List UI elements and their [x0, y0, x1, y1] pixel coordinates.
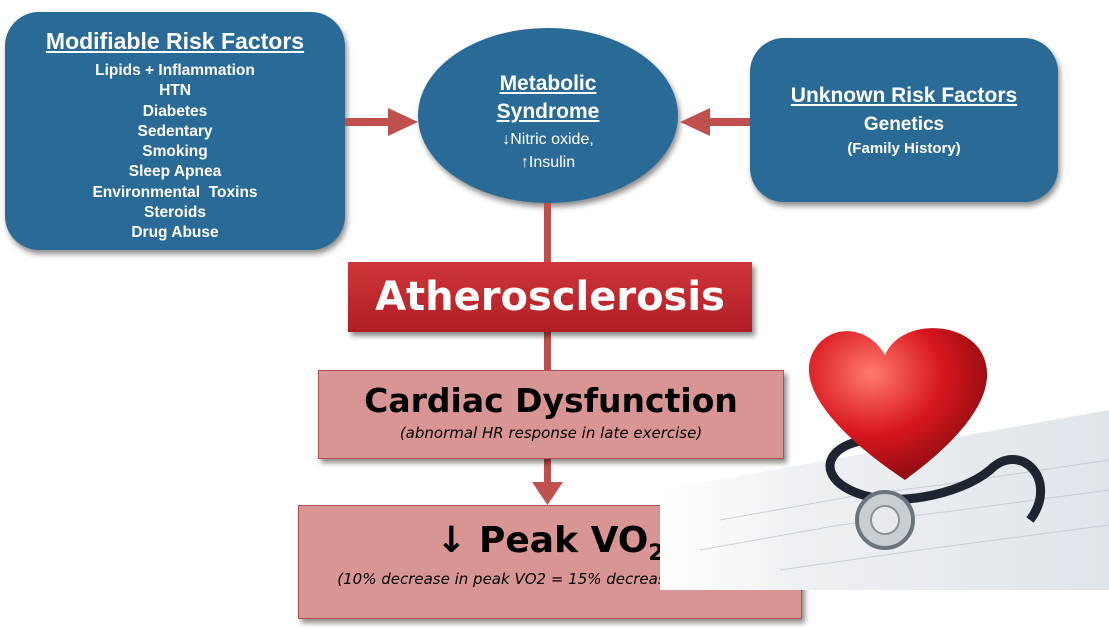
metabolic-title: Metabolic Syndrome	[418, 70, 678, 126]
list-item: Smoking	[142, 143, 208, 161]
nitric-oxide-text: ↓Nitric oxide,	[502, 131, 594, 148]
arrow-right-head	[680, 108, 710, 136]
peak-title-text: Peak VO	[479, 520, 649, 561]
line-ath-to-cardiac	[544, 332, 551, 370]
list-item: Diabetes	[142, 102, 208, 120]
atherosclerosis-box: Atherosclerosis	[348, 262, 752, 332]
cardiac-title: Cardiac Dysfunction	[364, 381, 738, 420]
list-item: Environmental Toxins	[92, 183, 258, 201]
down-arrow-icon: ↓	[436, 520, 467, 561]
list-item: Steroids	[143, 204, 206, 222]
heart-icon	[808, 328, 988, 480]
cardiac-subtitle: (abnormal HR response in late exercise)	[399, 424, 703, 442]
peak-vo2-box: ↓ Peak VO2 (10% decrease in peak VO2 = 1…	[298, 505, 802, 619]
modifiable-title: Modifiable Risk Factors	[45, 28, 305, 54]
list-item: Sedentary	[137, 122, 213, 140]
modifiable-risk-factors-box: Modifiable Risk Factors Lipids + Inflamm…	[5, 12, 345, 250]
arrow-right-shaft	[708, 118, 750, 126]
arrow-left-head	[388, 108, 418, 136]
insulin-text: ↑Insulin	[520, 154, 576, 171]
genetics-text: Genetics	[863, 114, 945, 135]
stethoscope-tube-icon	[825, 434, 1046, 523]
list-item: Lipids + Inflammation	[95, 62, 255, 79]
line-metabolic-to-ath	[544, 203, 551, 263]
list-item: Drug Abuse	[131, 224, 219, 242]
peak-subscript: 2	[648, 541, 664, 567]
list-item: HTN	[159, 82, 191, 100]
metabolic-syndrome-ellipse: Metabolic Syndrome ↓Nitric oxide, ↑Insul…	[418, 28, 678, 203]
metabolic-details: ↓Nitric oxide, ↑Insulin	[418, 128, 678, 174]
heart-stethoscope-image	[660, 328, 1109, 590]
arrow-left-shaft	[345, 118, 390, 126]
unknown-title: Unknown Risk Factors	[790, 84, 1018, 107]
list-item: Sleep Apnea	[128, 163, 222, 181]
cardiac-dysfunction-box: Cardiac Dysfunction (abnormal HR respons…	[318, 370, 784, 459]
peak-subtitle: (10% decrease in peak VO2 = 15% decrease…	[337, 570, 763, 589]
peak-title: ↓ Peak VO2	[299, 520, 801, 566]
arrow-down-head	[532, 482, 563, 505]
unknown-risk-factors-box: Unknown Risk Factors Genetics (Family Hi…	[750, 38, 1058, 202]
metabolic-title-line1: Metabolic	[499, 72, 597, 95]
family-history-text: (Family History)	[847, 140, 961, 157]
modifiable-list: Lipids + Inflammation HTN Diabetes Seden…	[5, 61, 345, 244]
metabolic-title-line2: Syndrome	[496, 100, 600, 123]
arrow-down-shaft	[544, 457, 551, 485]
